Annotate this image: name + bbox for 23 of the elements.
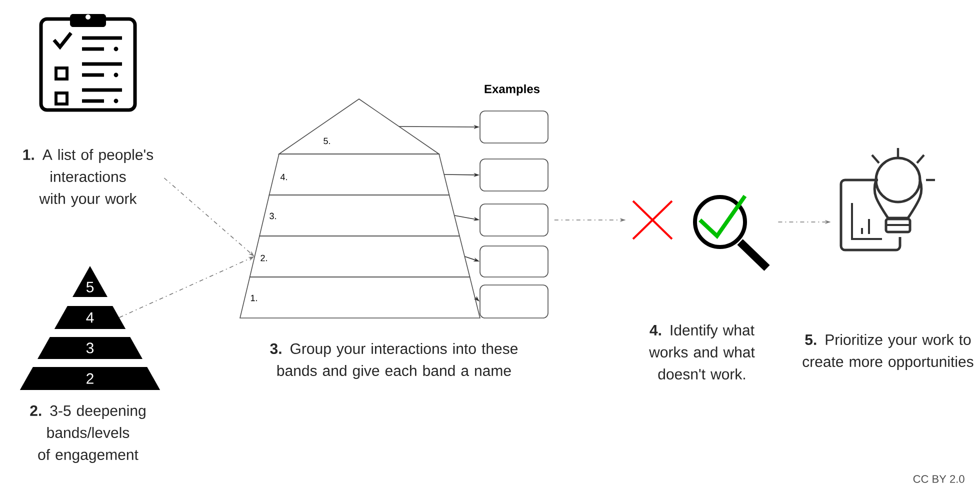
example-box [480, 204, 548, 236]
pyramid-band: 5 [72, 266, 108, 297]
column-heading: Examples [484, 84, 540, 96]
cross-icon [632, 200, 673, 240]
pyramid-band: 3. [259, 194, 460, 236]
pyramid-band: 3 [38, 337, 142, 359]
example-box [480, 158, 548, 192]
example-box [480, 284, 548, 318]
pyramid-band: 4. [268, 154, 450, 196]
pyramid-band: 2. [249, 236, 470, 278]
example-box [480, 110, 548, 144]
lightbulb-chart-icon [840, 148, 935, 252]
license-text: CC BY 2.0 [913, 475, 964, 483]
caption-text: 1. A list of people's interactions with your work [23, 149, 154, 207]
magnifier-icon [693, 194, 770, 271]
example-box [480, 246, 548, 278]
caption-text: 4. Identify what works and what doesn't work. [649, 324, 755, 380]
caption-text: 3. Group your interactions into these bands and give each band a name [270, 343, 518, 379]
caption-text: 2. 3-5 deepening bands/levels of engagement [30, 405, 146, 463]
pyramid-band: 2 [20, 367, 160, 390]
caption-text: 5. Prioritize your work to create more opportunities [802, 334, 974, 370]
pyramid-band: 4 [54, 306, 126, 329]
pyramid-band: 1. [240, 276, 481, 318]
